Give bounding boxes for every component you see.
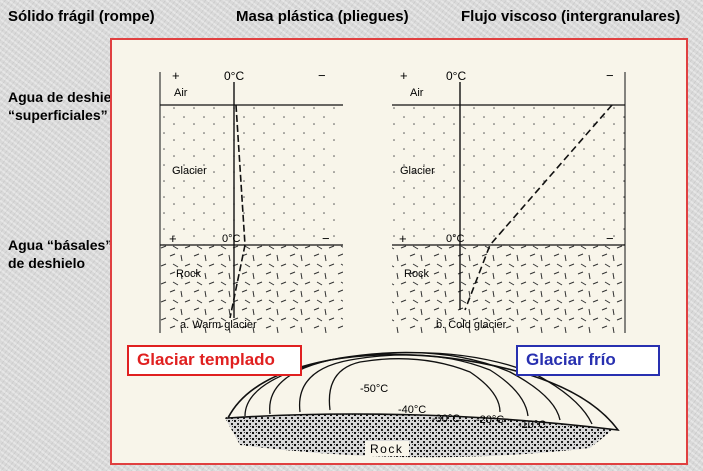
cold-plus: +	[400, 68, 408, 83]
basal-meltwater-line2: de deshielo	[8, 255, 86, 271]
temp-label-10: -10°C	[518, 419, 546, 431]
cold-zero-top: 0°C	[446, 69, 466, 83]
warm-zero-top: 0°C	[224, 69, 244, 83]
temp-label-30: -30°C	[432, 413, 460, 425]
warm-rock-layer	[160, 245, 343, 333]
warm-caption: a. Warm glacier	[180, 319, 257, 331]
warm-temperature-profile	[229, 104, 246, 319]
warm-glacier-label: Glacier	[172, 165, 207, 177]
warm-minus-bed: −	[322, 231, 330, 246]
cold-minus: −	[606, 68, 614, 83]
warm-glacier-panel: + 0°C − Air Glacier + 0°C − Rock a. Warm…	[159, 68, 343, 333]
cold-air-label: Air	[410, 87, 424, 99]
temp-label-40: -40°C	[398, 404, 426, 416]
cold-zero-bed: 0°C	[446, 233, 465, 245]
isotherm-minus10	[244, 351, 593, 425]
cold-minus-bed: −	[606, 231, 614, 246]
cold-glacier-label: Glacier	[400, 165, 435, 177]
cold-rock-label: Rock	[404, 268, 430, 280]
basal-meltwater-line1: Agua “básales”	[8, 237, 113, 253]
warm-plus-bed: +	[169, 231, 177, 246]
cold-caption: b. Cold glacier	[436, 319, 507, 331]
header-viscous: Flujo viscoso (intergranulares)	[461, 8, 681, 25]
warm-rock-label: Rock	[176, 268, 202, 280]
surface-meltwater-line1: Agua de deshielo	[8, 89, 124, 105]
warm-minus: −	[318, 68, 326, 83]
surface-meltwater-line2: “superficiales”	[8, 107, 108, 123]
warm-plus: +	[172, 68, 180, 83]
cross-section-rock-label: Rock	[370, 442, 403, 456]
cold-plus-bed: +	[399, 231, 407, 246]
temp-label-50: -50°C	[360, 383, 388, 395]
warm-air-label: Air	[174, 87, 188, 99]
temp-label-20: -20°C	[476, 414, 504, 426]
cold-glacier-panel: + 0°C − Air Glacier + 0°C − Rock b. Cold…	[392, 68, 626, 333]
isotherm-minus30	[298, 354, 529, 417]
cold-rock-layer	[392, 245, 625, 333]
warm-glacier-ice	[160, 105, 343, 245]
surface-meltwater-label: Agua de deshielo “superficiales”	[8, 88, 124, 124]
warm-glacier-label-box: Glaciar templado	[127, 345, 302, 376]
isotherm-minus40	[328, 358, 501, 413]
rock-label-backdrop	[365, 441, 409, 456]
cold-temperature-profile	[464, 104, 613, 311]
cold-glacier-label-box: Glaciar frío	[516, 345, 660, 376]
cold-glacier-ice	[392, 105, 625, 245]
basal-meltwater-label: Agua “básales” de deshielo	[8, 236, 112, 272]
header-solid: Sólido frágil (rompe)	[8, 8, 155, 25]
warm-zero-bed: 0°C	[222, 233, 241, 245]
header-plastic: Masa plástica (pliegues)	[236, 8, 409, 25]
